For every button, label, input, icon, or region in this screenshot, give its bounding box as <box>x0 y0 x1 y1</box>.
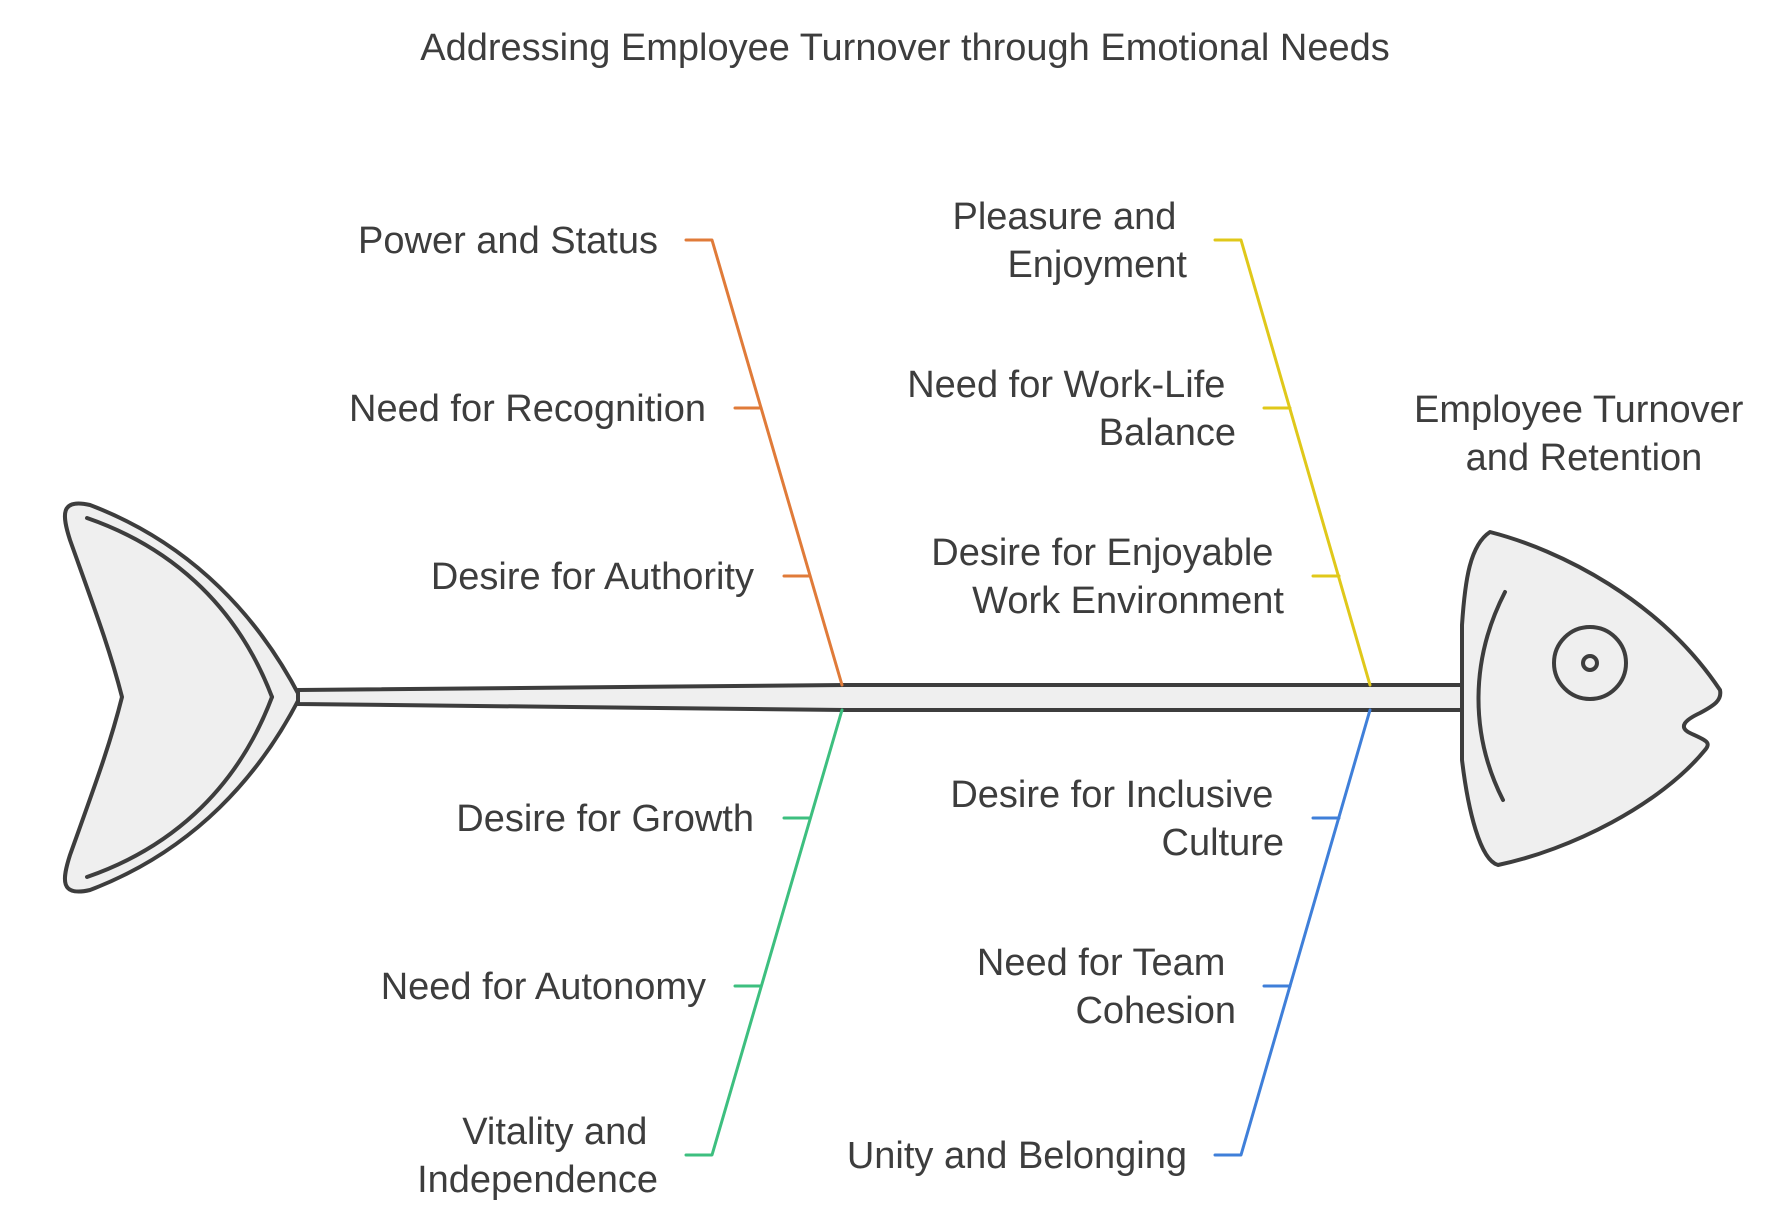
cause-label-need-for-team-cohesion: Need for Team Cohesion <box>977 942 1236 1032</box>
branch-vitality-and-independence: Desire for Growth Need for Autonomy Vita… <box>381 708 844 1201</box>
fish-head-icon <box>1460 530 1723 867</box>
cause-label-need-for-recognition: Need for Recognition <box>349 388 706 430</box>
cause-label-unity-and-belonging: Unity and Belonging <box>847 1135 1187 1177</box>
cause-label-need-for-autonomy: Need for Autonomy <box>381 966 706 1008</box>
fish-tail-icon <box>62 501 302 894</box>
cause-label-need-for-work-life-balance: Need for Work-Life Balance <box>907 364 1236 454</box>
cause-label-desire-for-enjoyable-work-environment: Desire for Enjoyable Work Environment <box>931 532 1284 622</box>
cause-label-desire-for-growth: Desire for Growth <box>456 798 754 840</box>
effect-label: Employee Turnover and Retention <box>1414 389 1754 479</box>
branch-unity-and-belonging: Desire for Inclusive Culture Need for Te… <box>847 708 1372 1177</box>
diagram-title: Addressing Employee Turnover through Emo… <box>420 27 1390 69</box>
cause-label-desire-for-inclusive-culture: Desire for Inclusive Culture <box>950 774 1284 864</box>
cause-label-vitality-and-independence: Vitality and Independence <box>417 1111 658 1201</box>
branch-pleasure-and-enjoyment: Pleasure and Enjoyment Need for Work-Lif… <box>907 196 1372 687</box>
cause-label-power-and-status: Power and Status <box>358 220 658 262</box>
fish-spine <box>296 683 1464 712</box>
cause-label-desire-for-authority: Desire for Authority <box>431 556 754 598</box>
cause-label-pleasure-and-enjoyment: Pleasure and Enjoyment <box>953 196 1188 286</box>
branch-power-and-status: Power and Status Need for Recognition De… <box>349 220 844 687</box>
